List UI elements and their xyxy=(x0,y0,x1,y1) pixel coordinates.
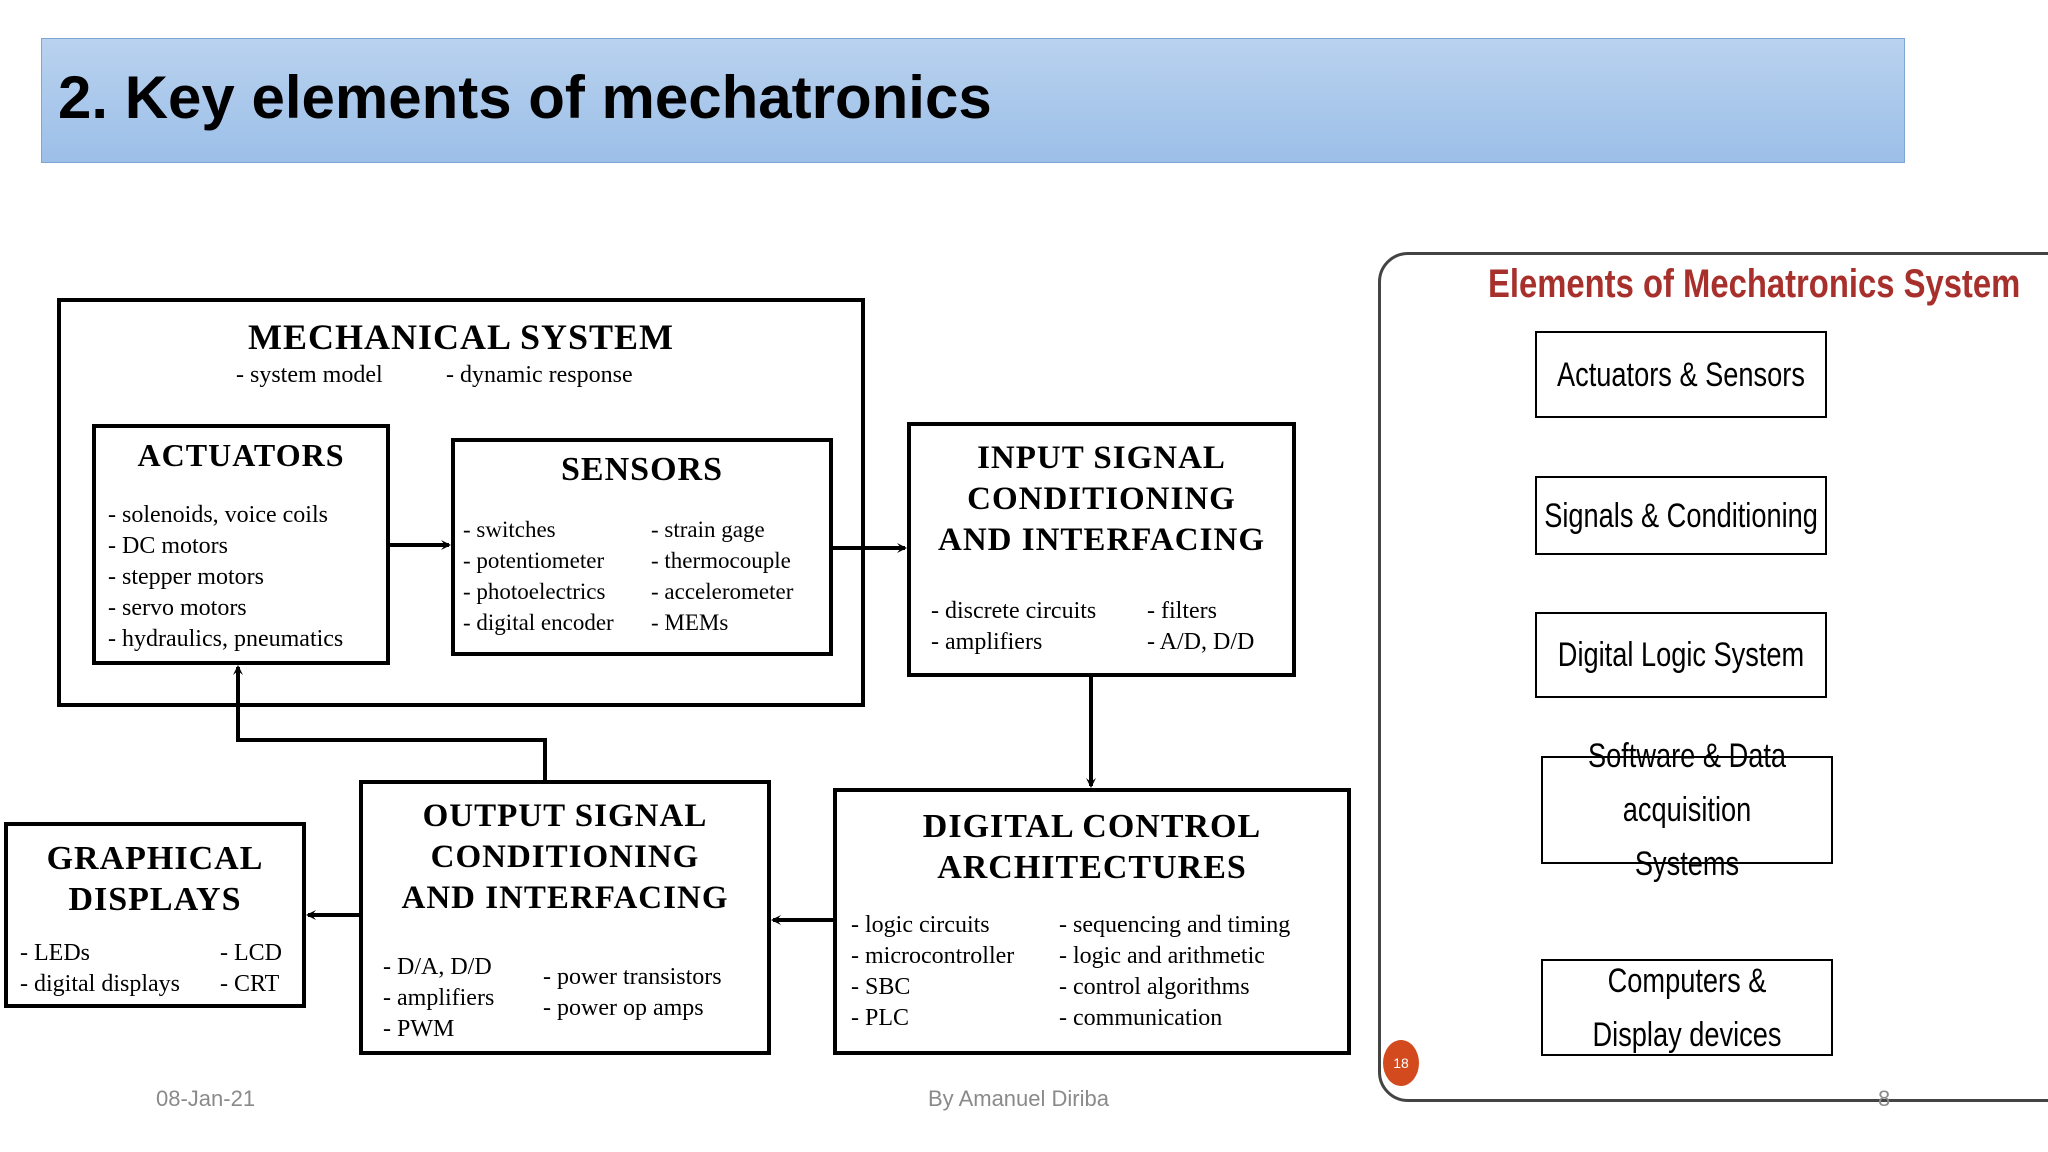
list-item: - microcontroller xyxy=(851,943,1015,969)
list-item: - communication xyxy=(1059,1005,1223,1031)
list-item: - thermocouple xyxy=(651,548,791,573)
box-label: Signals & Conditioning xyxy=(1544,496,1818,535)
box-label: Digital Logic System xyxy=(1557,636,1805,674)
list-item: - LCD xyxy=(220,940,282,966)
output-list-right: - power transistors - power op amps xyxy=(543,962,722,1024)
list-item: - potentiometer xyxy=(463,548,605,573)
digital-list-right: - sequencing and timing - logic and arit… xyxy=(1059,910,1290,1034)
digital-control-title: DIGITAL CONTROL ARCHITECTURES xyxy=(837,806,1347,888)
list-item: - filters xyxy=(1147,598,1217,624)
title-line: DISPLAYS xyxy=(68,881,242,918)
graphical-list-left: - LEDs - digital displays xyxy=(20,938,180,1000)
title-line: GRAPHICAL xyxy=(46,840,264,877)
input-signal-title: INPUT SIGNAL CONDITIONING AND INTERFACIN… xyxy=(911,438,1292,561)
mechanical-item: - system model xyxy=(236,362,383,388)
arrow-output-actuators xyxy=(233,665,547,780)
list-item: - accelerometer xyxy=(651,579,794,604)
list-item: - D/A, D/D xyxy=(383,954,492,980)
list-item: - amplifiers xyxy=(931,629,1043,655)
list-item: - A/D, D/D xyxy=(1147,629,1255,655)
footer-page-number: 8 xyxy=(1878,1086,1891,1111)
graphical-displays-title: GRAPHICAL DISPLAYS xyxy=(8,838,302,920)
list-item: - solenoids, voice coils xyxy=(108,502,328,528)
list-item: - CRT xyxy=(220,971,280,997)
box-label: Actuators & Sensors xyxy=(1557,355,1805,394)
list-item: - PLC xyxy=(851,1005,910,1031)
output-list-left: - D/A, D/D - amplifiers - PWM xyxy=(383,952,494,1045)
output-signal-title: OUTPUT SIGNAL CONDITIONING AND INTERFACI… xyxy=(363,796,767,919)
list-item: - servo motors xyxy=(108,595,247,621)
list-item: - power op amps xyxy=(543,995,704,1021)
list-item: - logic circuits xyxy=(851,912,990,938)
list-item: - hydraulics, pneumatics xyxy=(108,626,344,652)
list-item: - logic and arithmetic xyxy=(1059,943,1265,969)
actuators-list: - solenoids, voice coils - DC motors - s… xyxy=(108,500,343,655)
list-item: - discrete circuits xyxy=(931,598,1097,624)
title-line: CONDITIONING xyxy=(430,839,700,875)
graphical-displays-box: GRAPHICAL DISPLAYS - LEDs - digital disp… xyxy=(4,822,306,1008)
digital-list-left: - logic circuits - microcontroller - SBC… xyxy=(851,910,1014,1034)
list-item: - SBC xyxy=(851,974,911,1000)
box-digital-logic: Digital Logic System xyxy=(1535,612,1827,698)
title-bar: 2. Key elements of mechatronics xyxy=(41,38,1905,163)
title-line: OUTPUT SIGNAL xyxy=(422,798,708,834)
list-item: - digital displays xyxy=(20,971,180,997)
footer-author: By Amanuel Diriba xyxy=(928,1086,1109,1111)
title-line: AND INTERFACING xyxy=(938,522,1265,558)
input-list-left: - discrete circuits - amplifiers xyxy=(931,596,1096,658)
actuators-title: ACTUATORS xyxy=(137,437,345,473)
title-line: ARCHITECTURES xyxy=(937,849,1247,886)
box-label: Computers & Display devices xyxy=(1592,961,1782,1054)
list-item: - photoelectrics xyxy=(463,579,606,604)
sensors-box: SENSORS - switches - potentiometer - pho… xyxy=(451,438,833,656)
footer-date: 08-Jan-21 xyxy=(156,1086,256,1111)
mechanical-item: - dynamic response xyxy=(446,362,633,388)
right-diagram-title: Elements of Mechatronics System xyxy=(1488,262,2021,306)
input-signal-box: INPUT SIGNAL CONDITIONING AND INTERFACIN… xyxy=(907,422,1296,677)
list-item: - switches xyxy=(463,517,556,542)
box-signals-conditioning: Signals & Conditioning xyxy=(1535,476,1827,555)
mechanical-system-title: MECHANICAL SYSTEM xyxy=(247,317,675,357)
box-computers-display: Computers & Display devices xyxy=(1541,959,1833,1056)
list-item: - control algorithms xyxy=(1059,974,1250,1000)
box-actuators-sensors: Actuators & Sensors xyxy=(1535,331,1827,418)
input-list-right: - filters - A/D, D/D xyxy=(1147,596,1254,658)
slide-title: 2. Key elements of mechatronics xyxy=(58,64,992,131)
list-item: - power transistors xyxy=(543,964,722,990)
graphical-list-right: - LCD - CRT xyxy=(220,938,282,1000)
list-item: - strain gage xyxy=(651,517,765,542)
list-item: - MEMs xyxy=(651,610,729,635)
list-item: - stepper motors xyxy=(108,564,264,590)
output-signal-box: OUTPUT SIGNAL CONDITIONING AND INTERFACI… xyxy=(359,780,771,1055)
sensors-list-right: - strain gage - thermocouple - accelerom… xyxy=(651,514,793,638)
title-line: AND INTERFACING xyxy=(401,880,729,916)
list-item: - sequencing and timing xyxy=(1059,912,1291,938)
page-badge: 18 xyxy=(1383,1040,1419,1086)
list-item: - LEDs xyxy=(20,940,90,966)
box-software-data: Software & Data acquisition Systems xyxy=(1541,737,1833,883)
list-item: - PWM xyxy=(383,1016,455,1042)
list-item: - DC motors xyxy=(108,533,228,559)
sensors-list-left: - switches - potentiometer - photoelectr… xyxy=(463,514,614,638)
title-line: DIGITAL CONTROL xyxy=(922,808,1262,845)
actuators-box: ACTUATORS - solenoids, voice coils - DC … xyxy=(92,424,390,665)
list-item: - amplifiers xyxy=(383,985,495,1011)
sensors-title: SENSORS xyxy=(561,451,723,488)
list-item: - digital encoder xyxy=(463,610,614,635)
title-line: INPUT SIGNAL xyxy=(977,440,1226,476)
title-line: CONDITIONING xyxy=(967,481,1236,517)
digital-control-box: DIGITAL CONTROL ARCHITECTURES - logic ci… xyxy=(833,788,1351,1055)
box-label: Software & Data acquisition Systems xyxy=(1587,737,1787,883)
